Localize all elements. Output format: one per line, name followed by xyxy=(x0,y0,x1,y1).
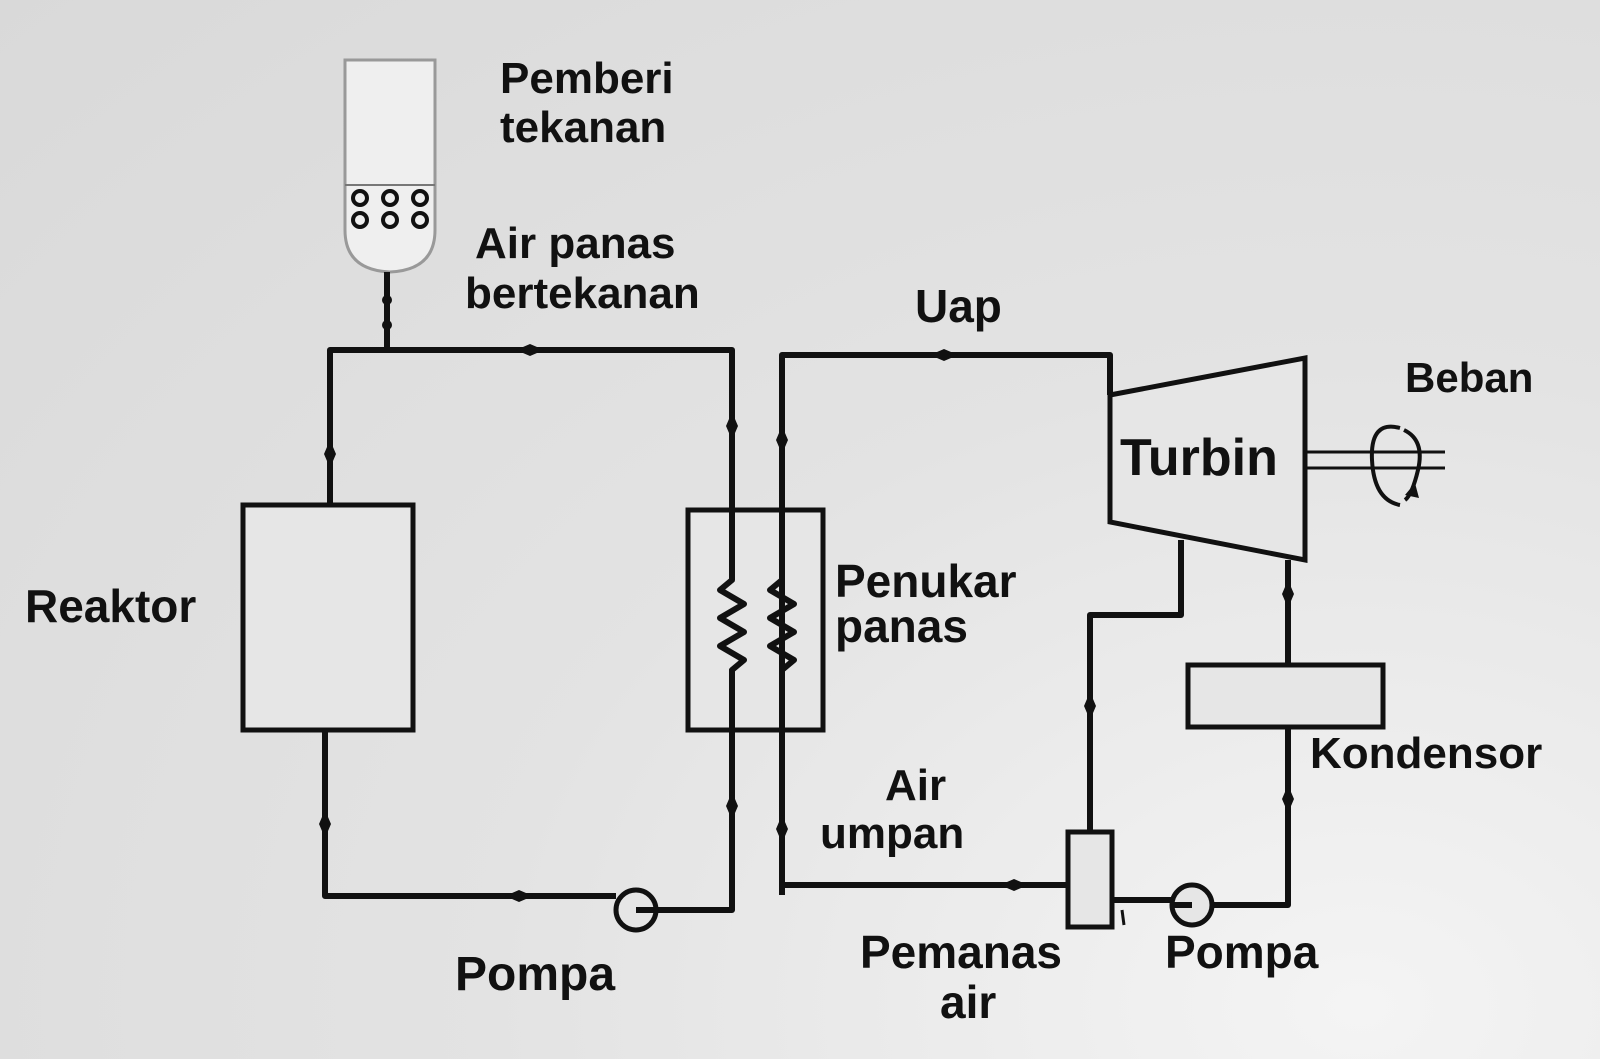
flow-arrow-reactor-in xyxy=(319,810,331,838)
label-primary-pump: Pompa xyxy=(455,948,615,1001)
primary-pump-icon xyxy=(613,887,659,933)
reactor-box xyxy=(240,502,416,733)
flow-arrow-hx-out xyxy=(726,792,738,820)
label-reactor: Reaktor xyxy=(25,580,196,632)
label-feed-water-1: Air xyxy=(885,761,946,810)
label-heat-exchanger-2: panas xyxy=(835,600,968,652)
secondary-pump-icon xyxy=(1169,882,1215,928)
label-water-heater-2: air xyxy=(940,976,996,1028)
label-steam: Uap xyxy=(915,280,1002,332)
heat-exchanger xyxy=(685,507,826,733)
flow-arrow-extraction xyxy=(1084,692,1096,720)
flow-arrow-top xyxy=(516,344,544,356)
turbine-body xyxy=(1107,354,1308,564)
flow-arrow-condensate xyxy=(1282,785,1294,813)
label-heat-exchanger-1: Penukar xyxy=(835,555,1017,607)
flow-arrow-hx-secondary xyxy=(776,426,788,454)
label-load: Beban xyxy=(1405,354,1533,401)
condenser-box xyxy=(1185,662,1386,730)
label-pressurizer-1: Pemberi xyxy=(500,54,674,103)
label-hot-water-2: bertekanan xyxy=(465,269,700,318)
secondary-loop xyxy=(776,349,1294,908)
flow-arrow-hx-in xyxy=(726,412,738,440)
label-water-heater-1: Pemanas xyxy=(860,926,1062,978)
flow-arrow-bottom xyxy=(505,890,533,902)
label-pressurizer-2: tekanan xyxy=(500,103,666,152)
label-hot-water-1: Air panas xyxy=(475,219,676,268)
flow-arrow-turbine-out xyxy=(1282,580,1294,608)
label-secondary-pump: Pompa xyxy=(1165,926,1319,978)
label-feed-water-2: umpan xyxy=(820,809,964,858)
water-heater-box xyxy=(1065,829,1115,930)
pressurizer-vessel xyxy=(343,58,437,352)
label-condenser: Kondensor xyxy=(1310,729,1542,778)
flow-arrow-feed xyxy=(1000,879,1028,891)
load-shaft xyxy=(1305,424,1445,507)
primary-loop xyxy=(319,344,738,913)
flow-arrow-feed-return xyxy=(776,815,788,843)
flow-arrow-steam xyxy=(930,349,958,361)
flow-arrow-reactor-out xyxy=(324,440,336,468)
label-turbine: Turbin xyxy=(1120,429,1278,487)
